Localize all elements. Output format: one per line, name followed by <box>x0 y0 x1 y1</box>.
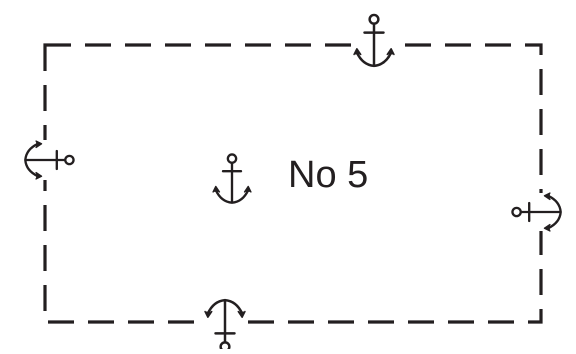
diagram-label: No 5 <box>288 154 369 196</box>
dashed-border <box>43 43 543 324</box>
center-anchor-icon <box>211 153 253 204</box>
